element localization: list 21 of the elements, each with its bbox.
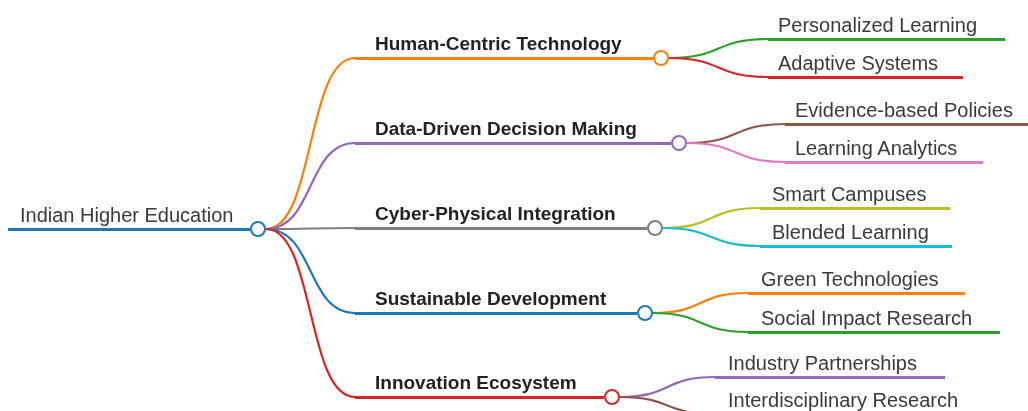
root-topic: Indian Higher Education	[19, 204, 234, 226]
subtopic: Interdisciplinary Research	[727, 389, 959, 411]
subtopic: Adaptive Systems	[777, 52, 939, 74]
subtopic: Industry Partnerships	[727, 352, 917, 374]
subtopic: Learning Analytics	[794, 137, 958, 159]
branch-topic: Sustainable Development	[374, 288, 607, 310]
subtopic: Social Impact Research	[760, 307, 973, 329]
subtopic: Blended Learning	[771, 221, 929, 243]
subtopic: Smart Campuses	[771, 183, 927, 205]
branch-topic: Data-Driven Decision Making	[374, 118, 637, 140]
branch-topic: Cyber-Physical Integration	[374, 203, 616, 225]
branch-topic: Innovation Ecosystem	[374, 372, 577, 394]
connector	[265, 227, 356, 399]
subtopic: Green Technologies	[760, 268, 939, 290]
connector	[652, 311, 749, 334]
branch-topic: Human-Centric Technology	[374, 33, 622, 55]
subtopic: Personalized Learning	[777, 14, 978, 36]
connector	[668, 56, 769, 79]
connector	[686, 141, 786, 164]
connector	[662, 226, 761, 248]
subtopic: Evidence-based Policies	[794, 99, 1013, 121]
